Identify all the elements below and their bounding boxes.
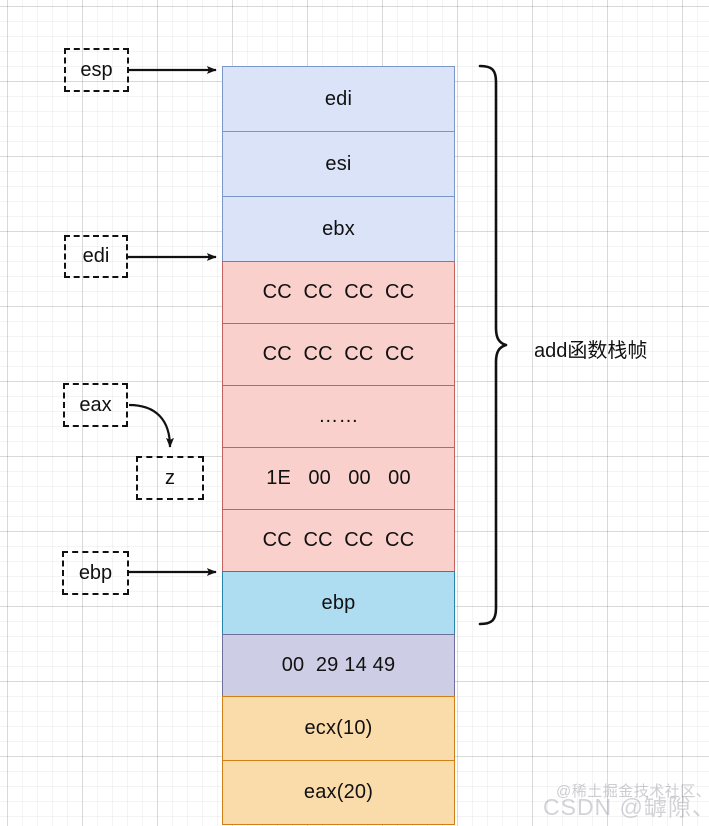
- pointer-box-edi: edi: [64, 235, 128, 278]
- pointer-box-z: z: [136, 456, 204, 500]
- stack-cell-eax-arg: eax(20): [222, 760, 455, 825]
- pointer-box-esp: esp: [64, 48, 129, 92]
- stack-cell-ebp: ebp: [222, 571, 455, 635]
- stack-cell-ellipsis: ……: [222, 385, 455, 448]
- stack-cell-ebx: ebx: [222, 196, 455, 262]
- pointer-box-eax: eax: [63, 383, 128, 427]
- stack-cell-return-addr: 00 29 14 49: [222, 634, 455, 697]
- pointer-box-ebp: ebp: [62, 551, 129, 595]
- stack-cell-cc-3: CC CC CC CC: [222, 509, 455, 572]
- stack-cell-esi: esi: [222, 131, 455, 197]
- stack-frame-bracket: [478, 64, 508, 626]
- stack-frame-label: add函数栈帧: [534, 340, 648, 362]
- stack-cell-value-1e: 1E 00 00 00: [222, 447, 455, 510]
- arrow-eax-to-z: [128, 403, 174, 448]
- stack-cell-cc-2: CC CC CC CC: [222, 323, 455, 386]
- stack-cell-edi: edi: [222, 66, 455, 132]
